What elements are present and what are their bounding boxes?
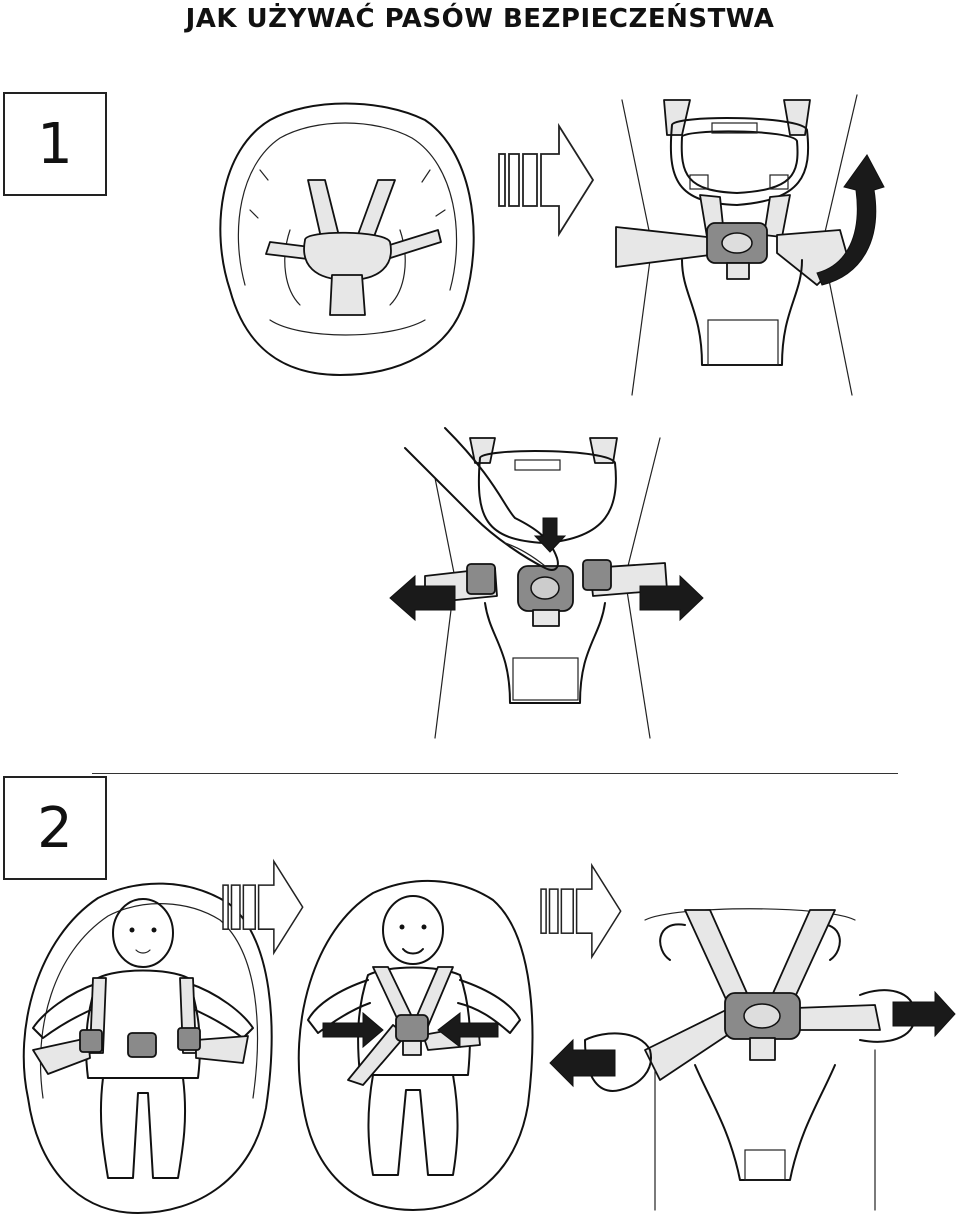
step-2-badge: 2 — [3, 776, 107, 880]
seat-with-harness-illustration — [219, 102, 475, 376]
section-divider — [92, 773, 898, 774]
tighten-straps-illustration — [549, 908, 956, 1211]
harness-open-illustration — [615, 94, 885, 396]
release-buckle-illustration — [389, 427, 704, 739]
baby-in-seat-open-illustration — [22, 882, 273, 1214]
step-2-number: 2 — [37, 795, 73, 861]
step-1-badge: 1 — [3, 92, 107, 196]
flow-arrow-icon — [222, 858, 304, 956]
step-1-number: 1 — [37, 111, 73, 177]
flow-arrow-icon — [540, 862, 622, 960]
page-title: JAK UŻYWAĆ PASÓW BEZPIECZEŃSTWA — [185, 4, 775, 34]
flow-arrow-icon — [498, 122, 595, 238]
baby-buckling-illustration — [297, 879, 534, 1211]
